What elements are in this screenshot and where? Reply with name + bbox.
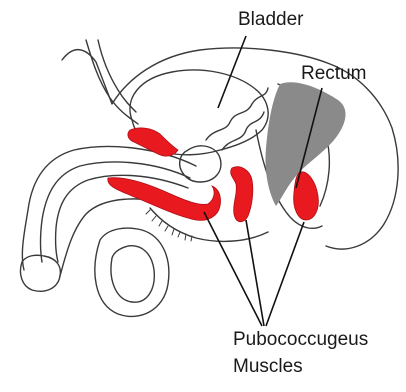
bladder-label: Bladder <box>238 10 304 29</box>
muscle-pointer-1 <box>204 212 262 326</box>
bladder-pointer <box>218 36 246 108</box>
testis-outline <box>111 246 154 302</box>
muscles-label-line1: Pubococcugeus <box>233 330 368 349</box>
scrotum-outline <box>95 228 169 316</box>
muscle-pointer-3 <box>266 222 304 326</box>
muscle-central-hook <box>231 167 253 222</box>
penis-lower-outline <box>60 199 178 276</box>
glans-outline <box>20 255 60 291</box>
rectum-label: Rectum <box>301 64 366 83</box>
bladder-wall-fold-2 <box>222 112 264 150</box>
muscle-posterior-segment <box>294 172 319 220</box>
muscle-upper-band <box>128 128 178 156</box>
penis-upper-inner <box>41 162 191 262</box>
muscle-pointer-2 <box>246 220 264 326</box>
muscles-label-line2: Muscles <box>233 357 303 376</box>
